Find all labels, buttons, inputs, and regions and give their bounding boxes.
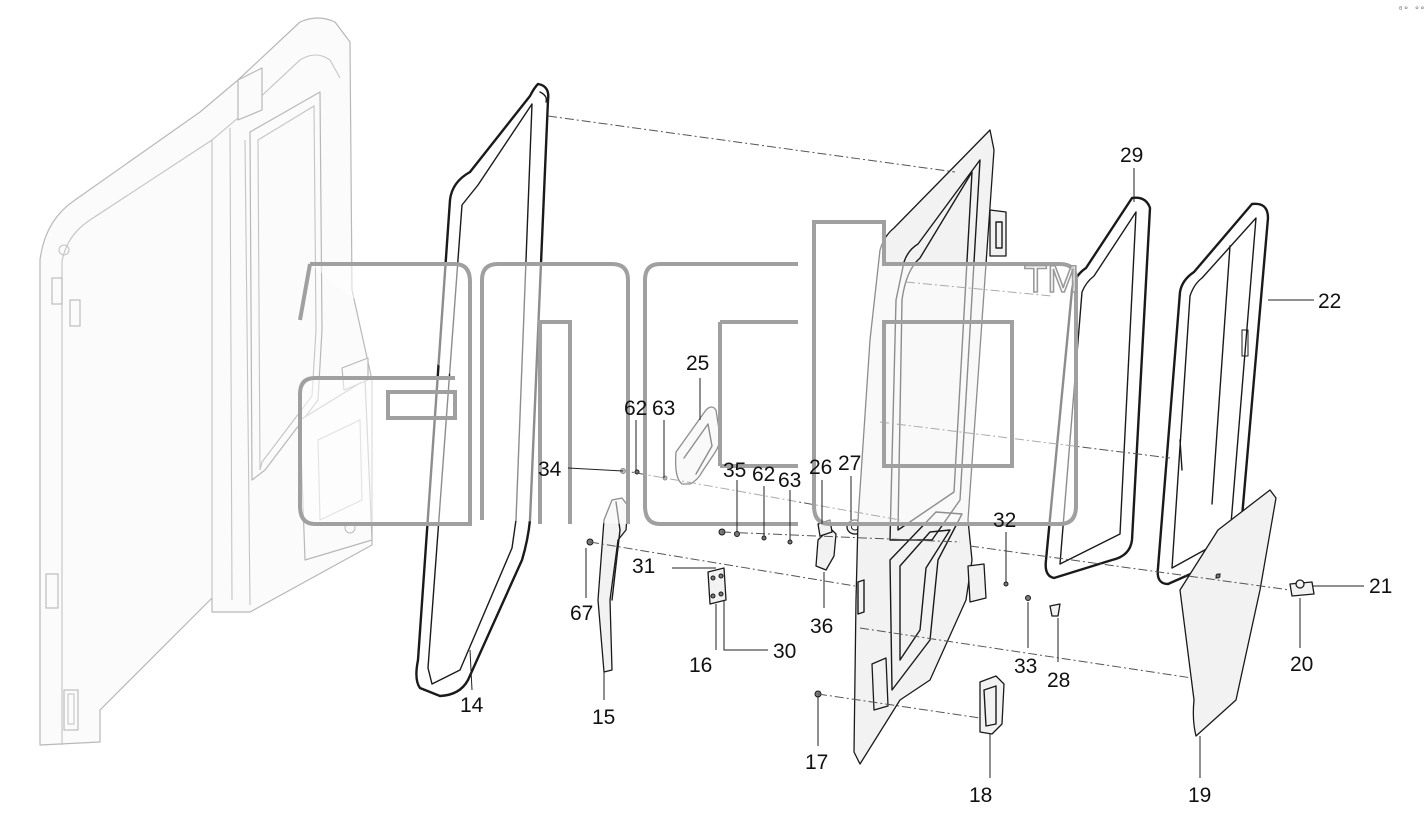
callout-17: 17 — [805, 751, 828, 774]
callout-34: 34 — [538, 458, 562, 481]
corner-mark: ⁰° °°° — [1398, 6, 1424, 16]
part-18-handle — [979, 675, 1005, 735]
callout-14: 14 — [460, 694, 484, 717]
callout-20: 20 — [1290, 653, 1313, 676]
callout-19: 19 — [1188, 784, 1211, 807]
callout-32: 32 — [993, 509, 1016, 532]
part-15-strip — [597, 497, 629, 673]
callout-29: 29 — [1120, 144, 1143, 167]
callout-31: 31 — [632, 555, 655, 578]
callout-21: 21 — [1369, 575, 1392, 598]
callout-28: 28 — [1047, 669, 1070, 692]
callout-18: 18 — [969, 784, 992, 807]
watermark-logo: TM — [298, 220, 1080, 526]
part-36-lock — [815, 519, 864, 571]
callout-25: 25 — [686, 352, 709, 375]
callout-30: 30 — [773, 640, 796, 663]
watermark-trademark: TM — [1024, 259, 1079, 301]
callout-27: 27 — [838, 452, 861, 475]
part-16-hinge-plate — [707, 567, 727, 605]
leader-lines — [469, 168, 1364, 778]
part-19-lower-panel — [1179, 489, 1277, 737]
part-20-latch — [1289, 579, 1315, 597]
callout-62-b: 62 — [752, 463, 775, 486]
callout-33: 33 — [1014, 655, 1037, 678]
callout-26: 26 — [809, 456, 832, 479]
callout-35: 35 — [723, 459, 746, 482]
fasteners — [586, 468, 1221, 698]
callout-16: 16 — [689, 654, 712, 677]
callout-22: 22 — [1318, 290, 1341, 313]
callout-63-b: 63 — [778, 469, 801, 492]
callout-15: 15 — [592, 706, 615, 729]
callout-labels: 14 15 16 17 18 19 20 21 22 25 26 27 28 2… — [460, 144, 1392, 807]
callout-36: 36 — [810, 615, 833, 638]
part-22-outer-glass — [1156, 202, 1270, 586]
callout-67: 67 — [570, 602, 593, 625]
callout-62-a: 62 — [624, 397, 647, 420]
callout-63-a: 63 — [652, 397, 675, 420]
